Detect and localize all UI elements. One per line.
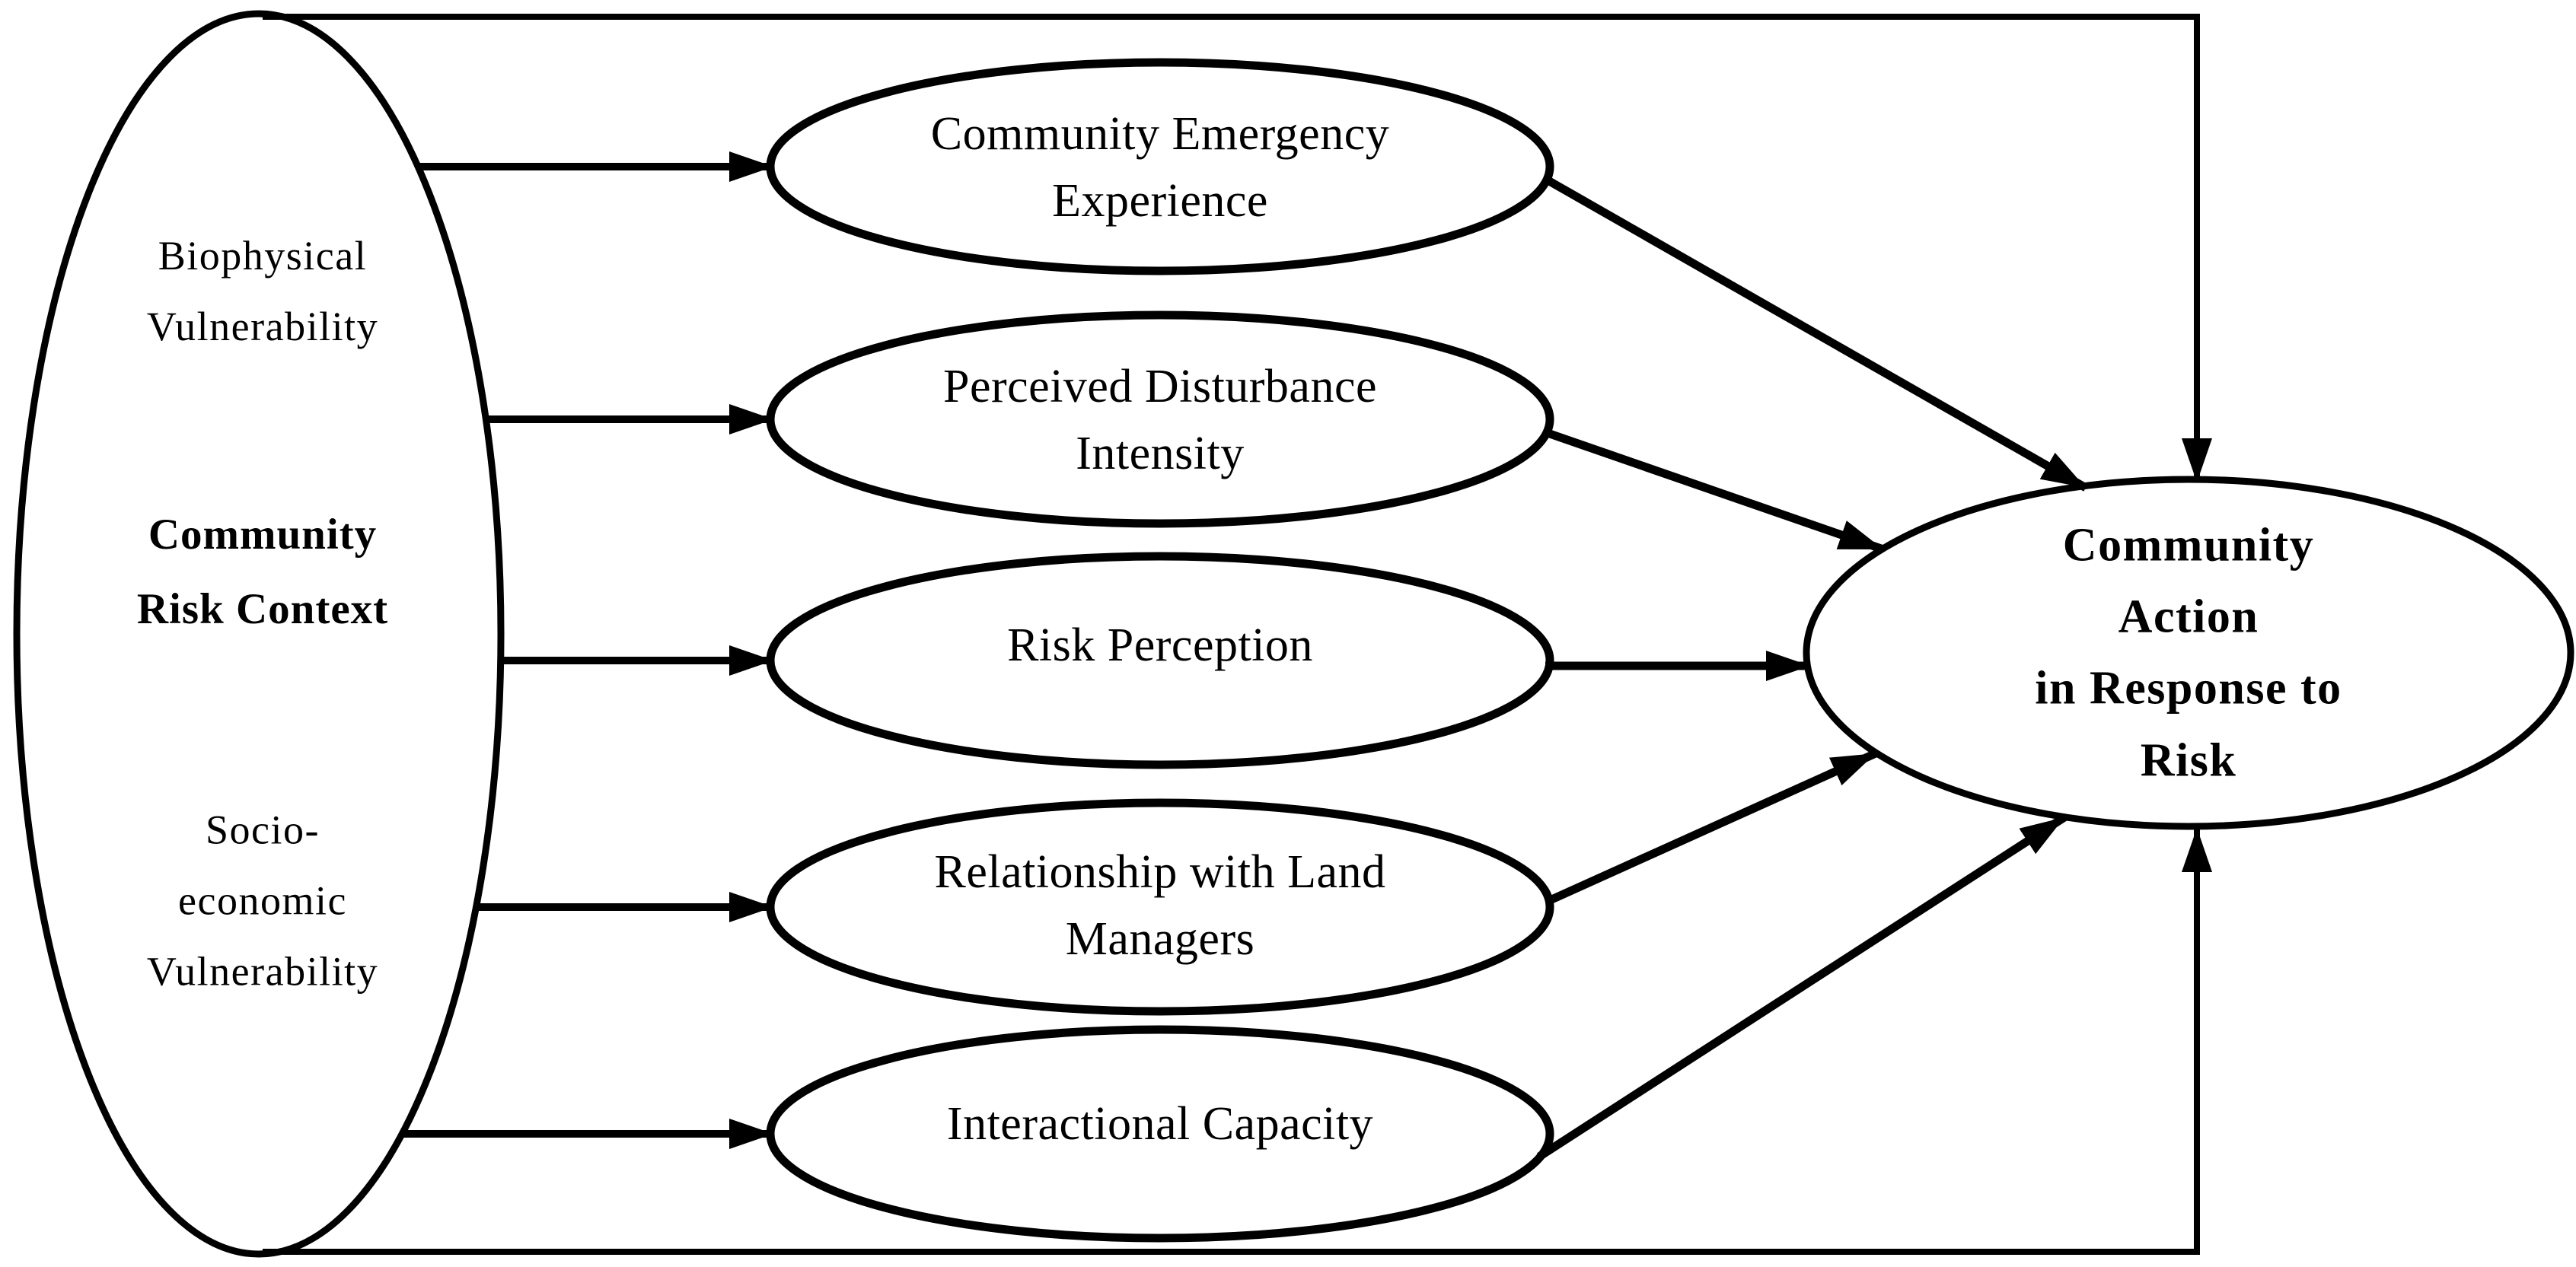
node-label-risk-perception: Risk Perception	[1007, 619, 1313, 671]
arrow-context-to-outcome-bottom-route	[263, 828, 2212, 1255]
arrow-perceived-disturbance-intensity-to-outcome	[1544, 428, 1885, 554]
node-label-community-emergency-experience: Community Emergency Experience	[930, 107, 1390, 227]
arrow-community-emergency-experience-to-outcome	[1543, 175, 2088, 492]
arrow-relationship-with-land-managers-to-outcome	[1546, 749, 1878, 906]
node-label-relationship-with-land-managers: Relationship with Land Managers	[934, 845, 1386, 965]
outcome-label-community-action-in-response-to-risk: Community Action in Response to Risk	[2035, 519, 2342, 787]
node-label-interactional-capacity: Interactional Capacity	[946, 1097, 1374, 1150]
arrow-context-to-outcome-top-route	[263, 14, 2212, 482]
context-ellipse	[13, 10, 505, 1258]
context-label-community-risk-context: Community Risk Context	[136, 510, 389, 633]
context-sublabel-socio-economic-vulnerability: Socio- economic Vulnerability	[146, 807, 379, 995]
node-label-perceived-disturbance-intensity: Perceived Disturbance Intensity	[943, 360, 1377, 479]
context-sublabel-biophysical-vulnerability: Biophysical Vulnerability	[146, 233, 379, 349]
arrow-interactional-capacity-to-outcome	[1537, 813, 2067, 1160]
